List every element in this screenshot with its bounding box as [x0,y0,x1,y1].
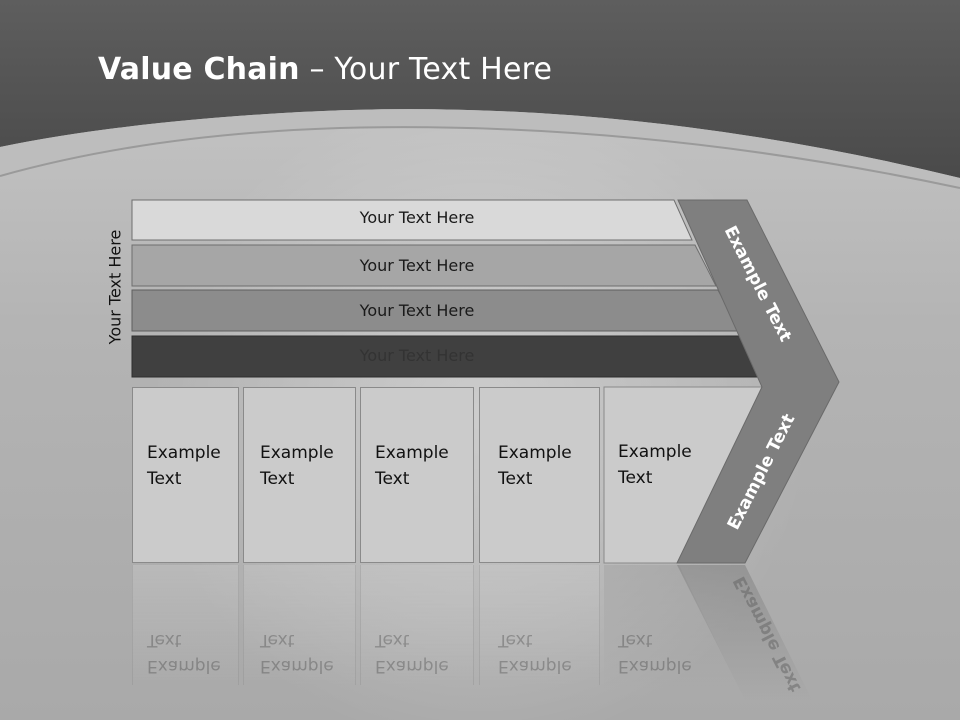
chevron-reflection [677,565,812,700]
box-4-refl-line1: Example [498,656,572,676]
box-1-line2: Text [147,469,182,489]
box-1-reflection-text: Example Text [147,627,221,679]
title-bold: Value Chain [98,52,300,87]
box-2-refl-line2: Text [260,630,295,650]
title-rest: – Your Text Here [299,52,553,87]
bar-3-label: Your Text Here [359,301,475,320]
bar-2-label: Your Text Here [359,256,475,275]
box-2-line2: Text [260,469,295,489]
bar-2 [131,244,717,287]
box-2-line1: Example [260,443,334,463]
box-5-reflection-text: Example Text [618,627,692,679]
box-5-line2: Text [618,468,653,488]
header-swoosh [0,109,960,188]
box-3-refl-line1: Example [375,656,449,676]
box-1-reflection: Example Text [132,565,239,685]
box-4-refl-line2: Text [498,630,533,650]
box-3-reflection-text: Example Text [375,627,449,679]
bar-1-label: Your Text Here [359,208,475,227]
box-4-reflection: Example Text [479,565,600,685]
bar-1 [131,199,693,241]
box-2-reflection: Example Text [243,565,356,685]
chevron-arrow [676,199,840,564]
box-4-line1: Example [498,443,572,463]
box-3-refl-line2: Text [375,630,410,650]
box-2-refl-line1: Example [260,656,334,676]
box-1-line1: Example [147,443,221,463]
header-swoosh-edge [0,126,960,189]
box-3-line2: Text [375,469,410,489]
box-1-refl-line1: Example [147,656,221,676]
box-3-reflection: Example Text [360,565,474,685]
box-5-refl-line2: Text [618,630,653,650]
vertical-label: Your Text Here [105,229,125,345]
page-title: Value Chain – Your Text Here [98,52,552,96]
box-5-reflection [604,565,740,690]
bar-4-label: Your Text Here [359,346,475,365]
box-5-refl-line1: Example [618,656,692,676]
box-5-line1: Example [618,442,692,462]
box-4-line2: Text [498,469,533,489]
box-4-reflection-text: Example Text [498,627,572,679]
box-5-reflection-area: Example Text [604,565,724,685]
box-3-line1: Example [375,443,449,463]
header-band [0,0,960,178]
box-1-refl-line2: Text [147,630,182,650]
box-2-reflection-text: Example Text [260,627,334,679]
